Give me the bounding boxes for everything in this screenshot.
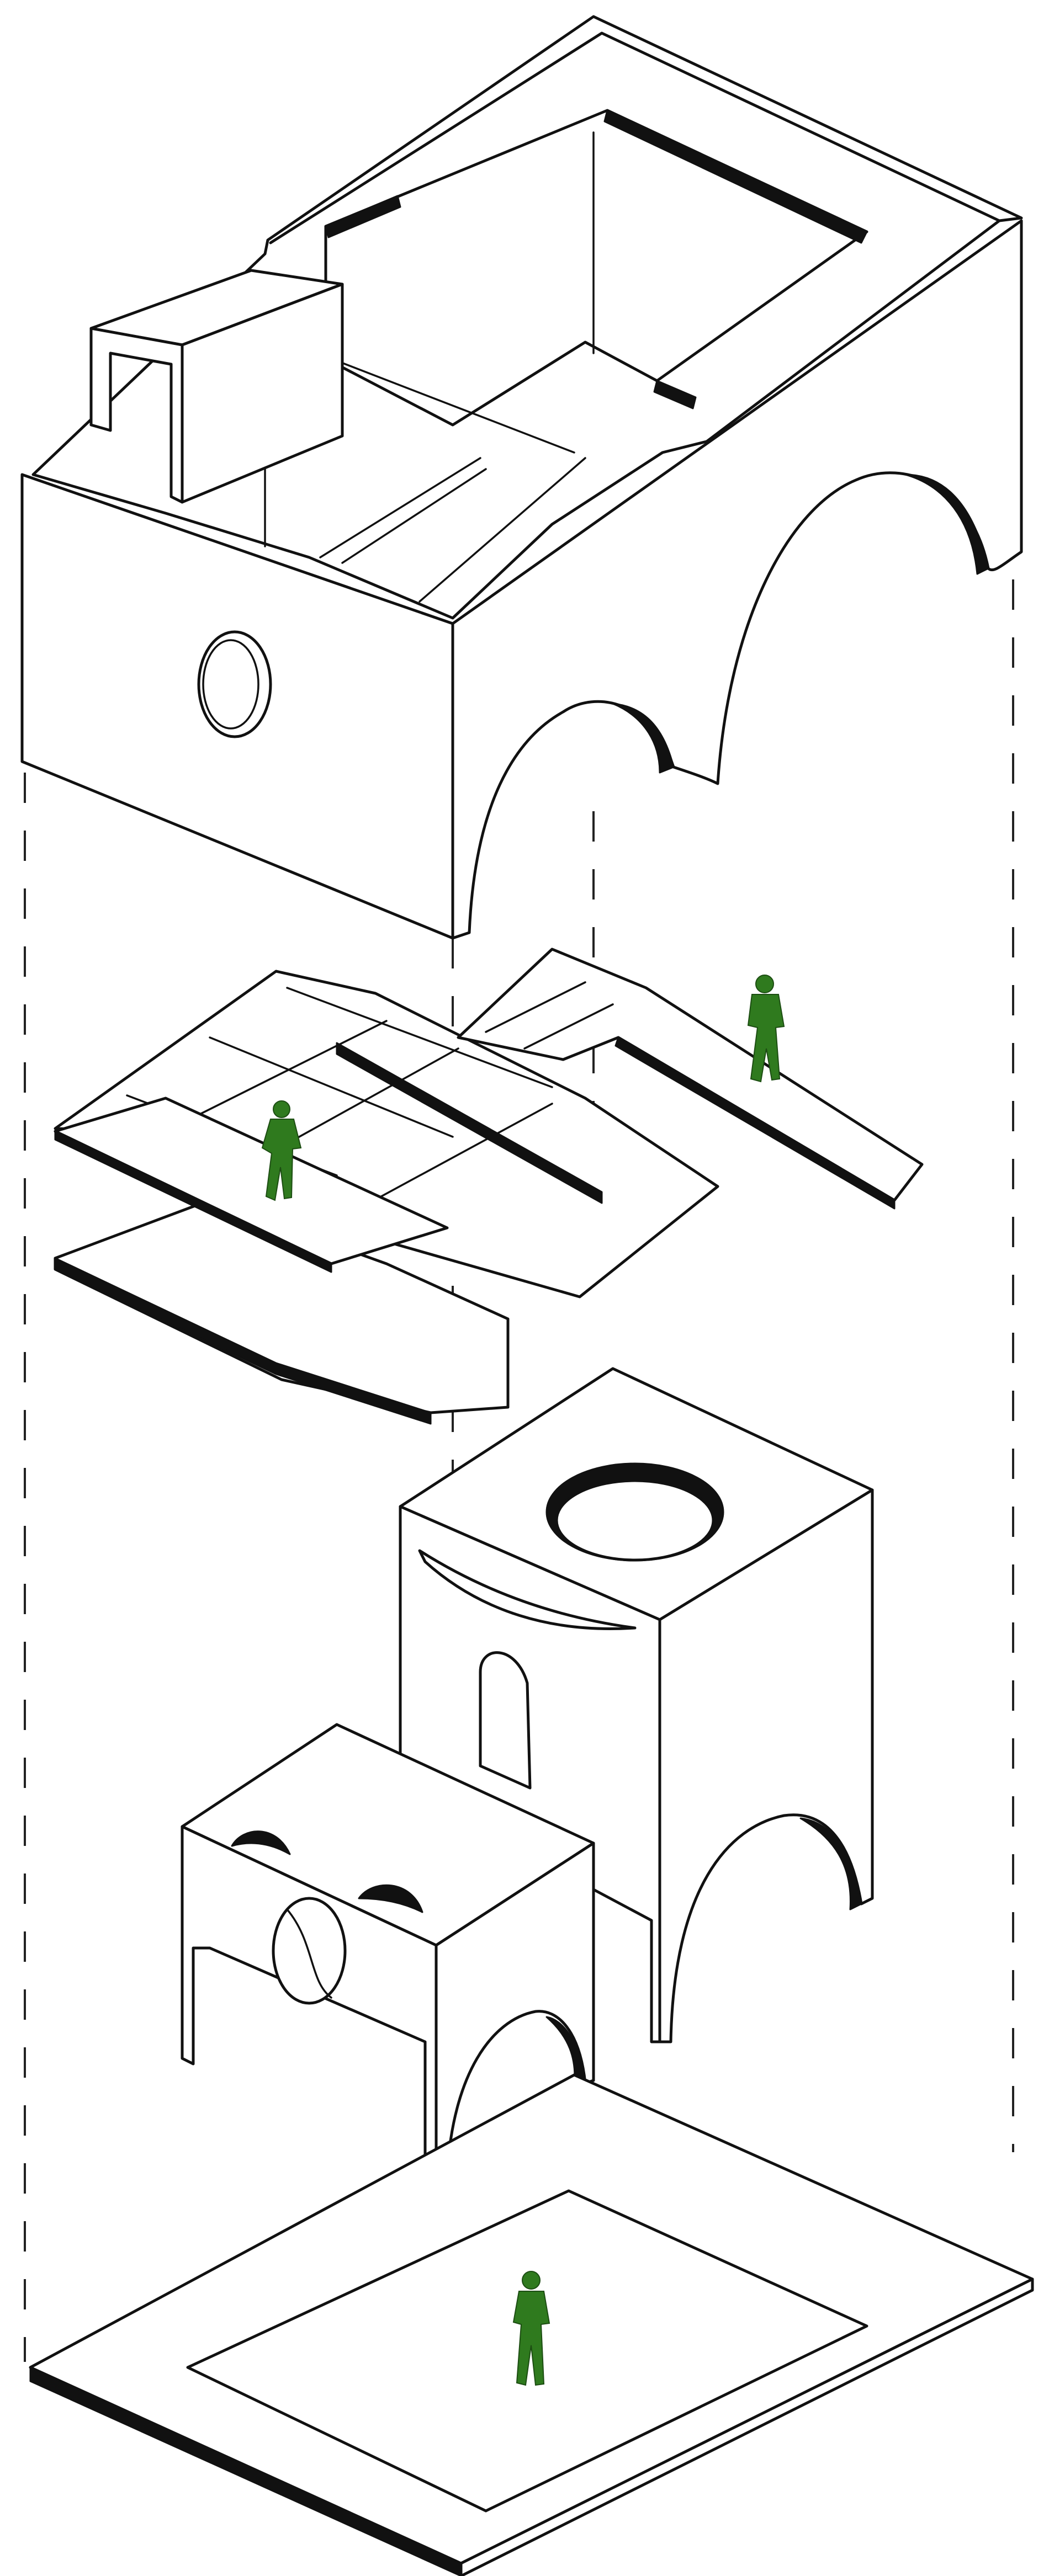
walkway-right [457,948,924,1202]
walkway-beam-center-edge [336,1042,603,1204]
roof-round-window [197,630,272,738]
pavilion-opening-right [358,1884,423,1913]
roof-slab-edge-back [603,109,868,244]
person-head [522,2271,541,2290]
roof-inner-rim [269,31,1001,244]
tower-volume [399,1367,874,2043]
tower-arch-shadow [799,1817,862,1910]
tower-arched-window [479,1651,532,1790]
person-body [747,994,785,1083]
pavilion-opening-left [231,1830,291,1855]
plinth-front-edge [29,2366,462,2576]
round-window-inner-icon [202,639,259,730]
platform-lower-edge [54,1257,432,1425]
interior-walkways [319,358,586,603]
person-head [755,975,774,993]
walkway-beam-left-edge [54,1130,332,1273]
arch-shadow-right [904,473,989,575]
walkway-platforms [54,948,924,1425]
tower-slot-window [418,1549,637,1630]
plinth-side-edge [459,2277,1034,2576]
person-body [512,2291,550,2386]
human-figure-plinth [512,2271,550,2386]
small-pavilion [181,1723,595,2181]
round-window-inner-icon [286,1908,332,1999]
chimney-side [89,327,184,504]
roof-slab-edge-right [653,380,697,409]
person-body [261,1119,302,1201]
walkway-right-edge [614,1036,896,1210]
person-head [273,1100,290,1118]
human-figure-walkway-right [747,975,785,1083]
walkway-right-joints [485,981,614,1050]
pavilion-arch-shadow [545,2016,586,2087]
pavilion-arched-wall [435,1841,595,2181]
roof-volume [20,15,1023,940]
roof-slab-edge-left [325,195,401,238]
roof-chimney [89,269,344,504]
arch-shadow-mid [612,702,675,774]
tower-skylight [555,1479,715,1562]
human-figure-walkway-left [261,1100,302,1201]
